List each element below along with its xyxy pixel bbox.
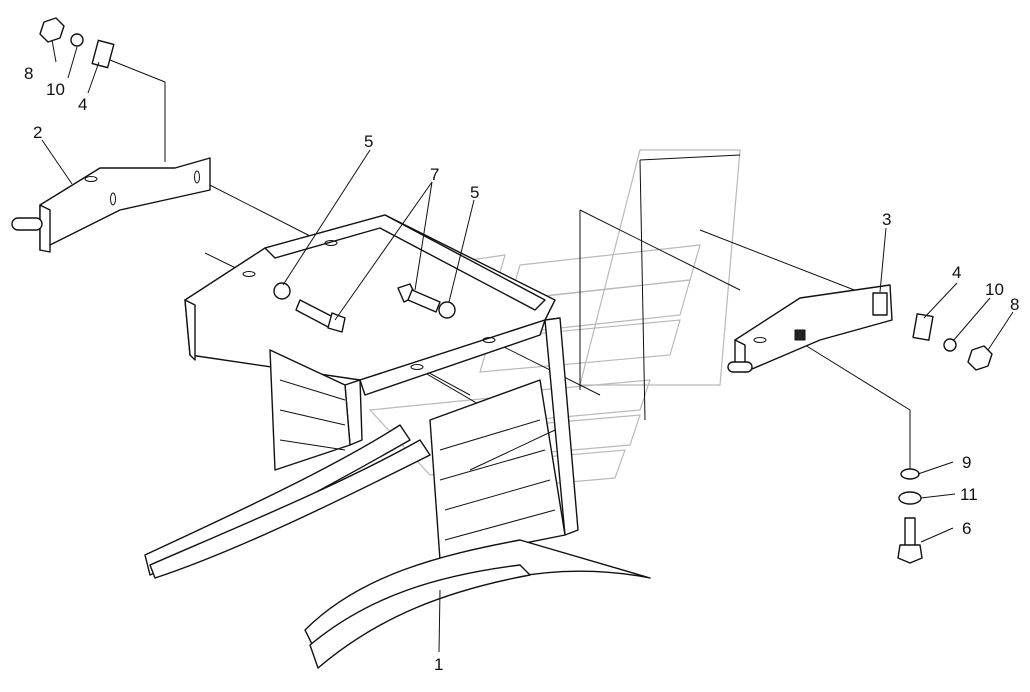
callout-5-right: 5 [470, 183, 479, 202]
bolt-7-long [295, 299, 346, 333]
left-bracket-part-2 [11, 157, 211, 253]
hardware [39, 17, 993, 564]
callout-1: 1 [434, 655, 443, 674]
callout-8-right: 8 [1010, 295, 1019, 314]
callout-8-left: 8 [24, 64, 33, 83]
right-bracket-part-3 [727, 284, 893, 373]
frame-slots [279, 379, 556, 541]
callout-4-right: 4 [952, 263, 961, 282]
nut-left [39, 17, 65, 43]
flat-washer-5-left [273, 282, 291, 300]
spring-washer-9 [900, 468, 920, 480]
callout-6: 6 [962, 519, 971, 538]
square-plate-right [912, 313, 934, 341]
washer-right [943, 338, 957, 352]
callout-4-left: 4 [78, 95, 87, 114]
main-frame-part-1 [144, 214, 651, 669]
flat-washer-5-right [438, 301, 456, 319]
callout-5-left: 5 [364, 132, 373, 151]
flat-washer-11 [898, 491, 922, 505]
nut-right [967, 345, 993, 371]
callout-3: 3 [882, 210, 891, 229]
callout-9: 9 [962, 453, 971, 472]
bolt-7-short [397, 283, 441, 313]
callout-10-right: 10 [985, 280, 1004, 299]
callout-7: 7 [430, 165, 439, 184]
callout-leaders [41, 39, 1014, 653]
bolt-6 [897, 517, 923, 564]
washer-left [70, 33, 84, 47]
callout-2: 2 [33, 123, 42, 142]
callout-labels: 8 10 4 2 5 7 5 3 4 10 8 9 11 6 1 [24, 64, 1019, 674]
callout-11: 11 [960, 485, 978, 504]
callout-10-left: 10 [46, 80, 65, 99]
square-plate-left [91, 39, 115, 69]
